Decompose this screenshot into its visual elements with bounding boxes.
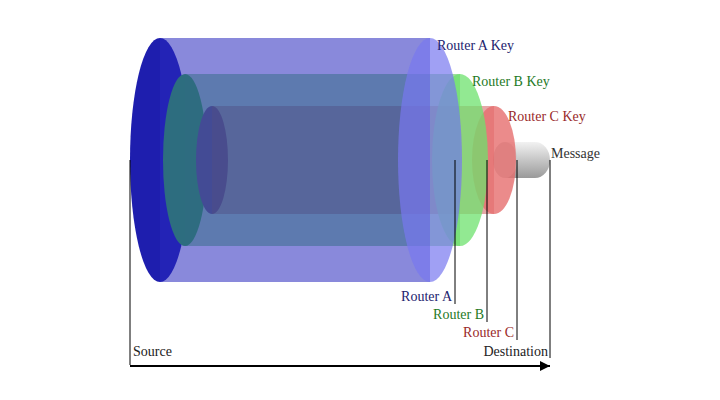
source-label: Source <box>133 344 172 360</box>
leader-lines <box>130 160 550 365</box>
message-label: Message <box>551 146 600 162</box>
router-label: Router B <box>433 307 484 323</box>
router-label: Router A <box>401 289 452 305</box>
router-label: Router C <box>463 325 514 341</box>
key-label: Router A Key <box>437 38 514 54</box>
key-label: Router B Key <box>472 74 550 90</box>
key-label: Router C Key <box>508 109 586 125</box>
direction-arrow <box>130 365 550 367</box>
destination-label: Destination <box>483 344 548 360</box>
blue-layer <box>160 38 462 282</box>
